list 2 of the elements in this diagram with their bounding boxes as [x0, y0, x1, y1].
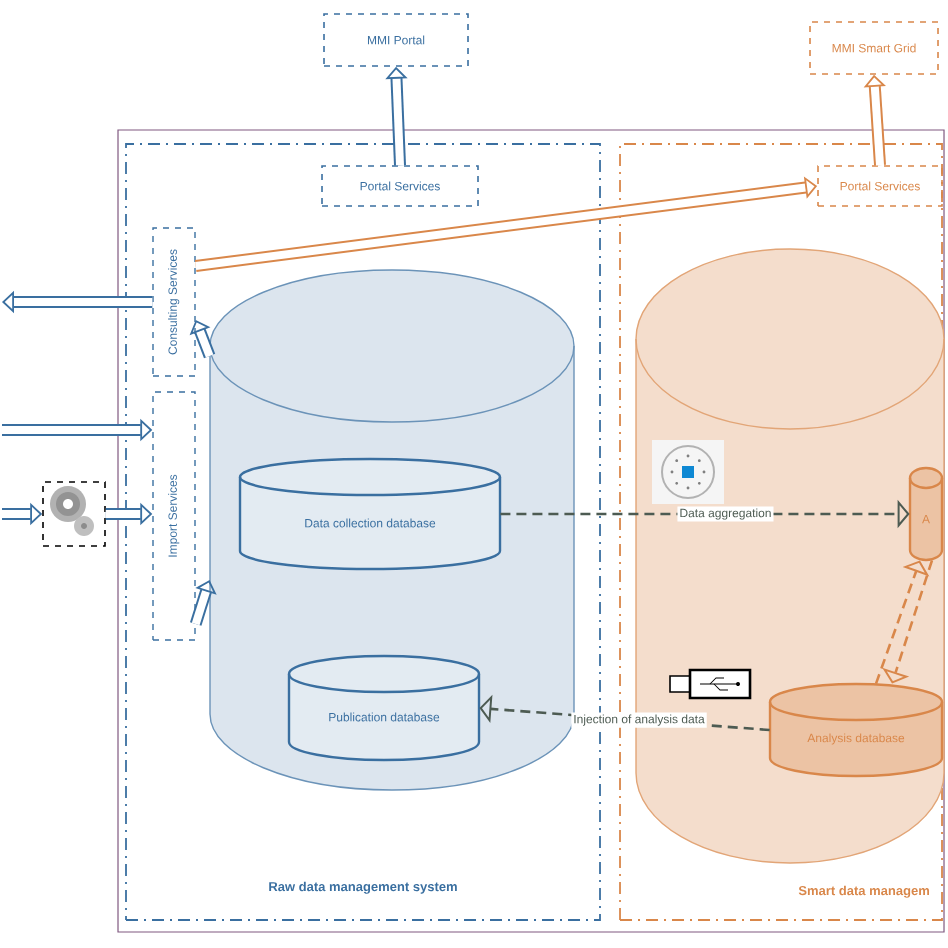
arrow — [189, 320, 216, 359]
picture — [42, 481, 106, 547]
